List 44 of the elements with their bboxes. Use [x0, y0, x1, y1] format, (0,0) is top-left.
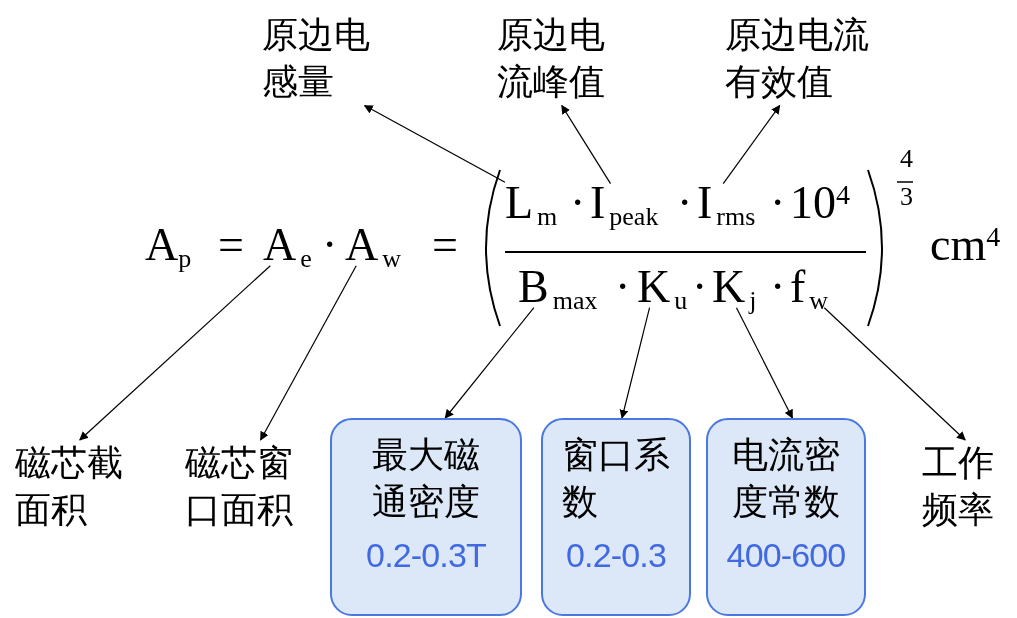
parameter-box: [330, 418, 522, 616]
caption-text: 磁芯窗口面积: [185, 440, 293, 534]
formula-symbol: L$_{m}$: [505, 180, 558, 226]
parameter-name: 最大磁通密度: [372, 433, 480, 524]
arrow: [79, 265, 271, 441]
multiplication-dot: ·: [677, 180, 693, 226]
arrow: [619, 307, 651, 419]
unit-symbol: cm$^{4}$: [930, 222, 1001, 268]
formula-symbol: f$_{w}$: [790, 264, 829, 310]
multiplication-dot: ·: [322, 222, 338, 268]
formula-term: 10$^{4}$: [790, 180, 850, 226]
formula-symbol: B$_{max}$: [518, 264, 598, 310]
multiplication-dot: ·: [692, 264, 708, 310]
arrow: [444, 307, 535, 419]
parameter-box: [706, 418, 866, 616]
caption-text: 工作频率: [922, 440, 994, 534]
multiplication-dot: ·: [770, 180, 786, 226]
caption-text: 原边电感量: [262, 12, 370, 106]
formula-symbol: K$_{u}$: [637, 264, 688, 310]
formula-symbol: I$_{rms}$: [697, 180, 756, 226]
exponent-denominator: 3: [900, 184, 913, 210]
equals-sign: =: [432, 222, 458, 268]
equals-sign: =: [218, 222, 244, 268]
arrow: [823, 307, 966, 441]
arrow: [260, 265, 357, 441]
value-range: 400-600: [726, 537, 846, 572]
formula-symbol: A$_{e}$: [263, 222, 312, 268]
parameter-name: 电流密度常数: [732, 433, 840, 524]
arrow: [561, 104, 612, 185]
formula-symbol: A$_{w}$: [345, 222, 401, 268]
multiplication-dot: ·: [615, 264, 631, 310]
exponent-numerator: 4: [900, 146, 913, 172]
caption-text: 原边电流有效值: [725, 12, 869, 106]
multiplication-dot: ·: [770, 264, 786, 310]
caption-text: 原边电流峰值: [497, 12, 605, 106]
value-range: 0.2-0.3T: [366, 537, 486, 572]
arrow: [722, 104, 781, 185]
arrow: [735, 307, 793, 419]
arrow: [363, 105, 506, 183]
parameter-box: [541, 418, 691, 616]
value-range: 0.2-0.3: [566, 537, 666, 572]
parameter-name: 窗口系数: [562, 433, 670, 524]
caption-text: 磁芯截面积: [15, 440, 123, 534]
multiplication-dot: ·: [570, 180, 586, 226]
